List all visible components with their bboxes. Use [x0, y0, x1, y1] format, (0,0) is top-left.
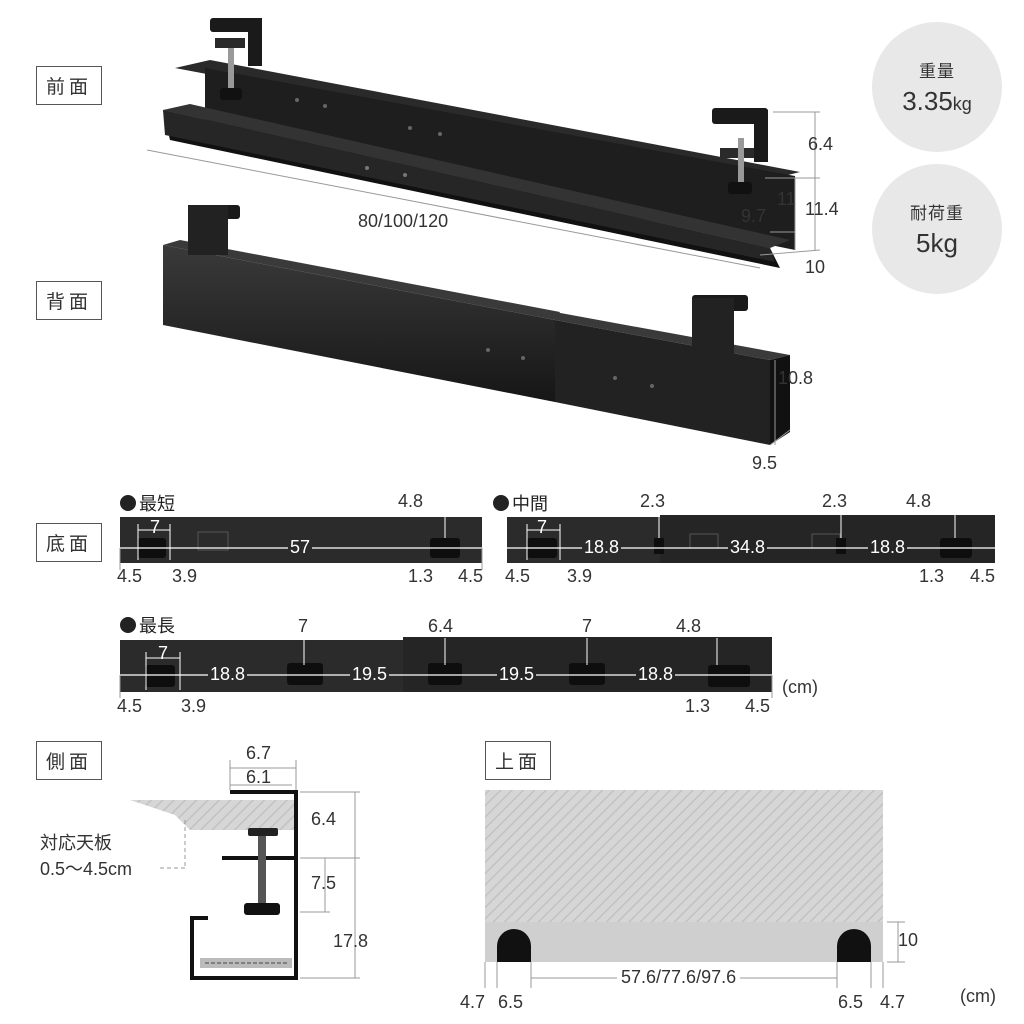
middle-d23a: 2.3: [640, 491, 666, 511]
top-r1-dim: 6.5: [838, 992, 864, 1012]
shortest-l45: 4.5: [117, 566, 143, 586]
side-w2-dim: 6.1: [246, 767, 272, 787]
back-view-label: 背面: [36, 281, 103, 320]
side-note-label: 対応天板: [40, 833, 112, 853]
middle-r13: 1.3: [919, 566, 945, 586]
shortest-r13: 1.3: [408, 566, 434, 586]
load-badge: 耐荷重 5kg: [872, 164, 1002, 294]
bullet-icon: [493, 495, 509, 511]
load-value: 5kg: [916, 228, 958, 258]
middle-d188a: 18.8: [582, 537, 622, 557]
top-height-dim: 10: [898, 930, 919, 950]
longest-l45: 4.5: [117, 696, 143, 716]
bullet-icon: [120, 495, 136, 511]
longest-d7c: 7: [582, 616, 593, 636]
longest-r45: 4.5: [745, 696, 771, 716]
longest-l39: 3.9: [181, 696, 207, 716]
middle-d48: 4.8: [906, 491, 932, 511]
weight-badge: 重量 3.35kg: [872, 22, 1002, 152]
longest-heading: 最長: [120, 612, 175, 638]
longest-d188b: 18.8: [636, 664, 676, 684]
weight-value: 3.35kg: [902, 86, 972, 116]
shortest-d57: 57: [288, 537, 313, 557]
middle-d23b: 2.3: [822, 491, 848, 511]
shortest-heading: 最短: [120, 490, 175, 516]
front-w1-dim: 9.7: [741, 206, 767, 226]
top-l2-dim: 6.5: [498, 992, 524, 1012]
front-h3-dim: 11.4: [805, 199, 839, 219]
longest-d7a: 7: [158, 643, 169, 663]
top-view-drawing: [484, 790, 905, 988]
middle-d348: 34.8: [728, 537, 768, 557]
side-h1-dim: 6.4: [311, 809, 337, 829]
front-tray-drawing: [146, 18, 821, 269]
longest-d188a: 18.8: [208, 664, 248, 684]
longest-d195b: 19.5: [497, 664, 537, 684]
bottom-unit: (cm): [782, 677, 818, 697]
middle-r45: 4.5: [970, 566, 996, 586]
longest-d195a: 19.5: [350, 664, 390, 684]
load-label: 耐荷重: [910, 204, 964, 223]
front-view-label: 前面: [36, 66, 103, 105]
middle-d7: 7: [537, 517, 548, 537]
side-view-drawing: [130, 760, 360, 980]
front-h2-dim: 11: [777, 189, 796, 209]
middle-l45: 4.5: [505, 566, 531, 586]
side-note-range: 0.5〜4.5cm: [40, 859, 133, 879]
shortest-l39: 3.9: [172, 566, 198, 586]
top-length-dim: 57.6/77.6/97.6: [617, 968, 741, 986]
shortest-d7: 7: [150, 517, 161, 537]
back-width-dim: 9.5: [752, 453, 778, 473]
top-view-label: 上面: [485, 741, 552, 780]
side-h2-dim: 7.5: [311, 873, 337, 893]
shortest-r45: 4.5: [458, 566, 484, 586]
side-view-label: 側面: [36, 741, 103, 780]
side-h3-dim: 17.8: [333, 931, 369, 951]
front-w2-dim: 10: [805, 257, 826, 277]
top-r2-dim: 4.7: [880, 992, 906, 1012]
middle-l39: 3.9: [567, 566, 593, 586]
bullet-icon: [120, 617, 136, 633]
bottom-view-label: 底面: [36, 523, 103, 562]
middle-d188b: 18.8: [868, 537, 908, 557]
longest-r13: 1.3: [685, 696, 711, 716]
front-length-dim: 80/100/120: [358, 211, 449, 231]
weight-label: 重量: [919, 62, 955, 81]
middle-heading: 中間: [493, 490, 548, 516]
back-height-dim: 10.8: [778, 368, 814, 388]
shortest-d48: 4.8: [398, 491, 424, 511]
longest-d64: 6.4: [428, 616, 454, 636]
side-w1-dim: 6.7: [246, 743, 272, 763]
front-h1-dim: 6.4: [808, 134, 834, 154]
longest-d48: 4.8: [676, 616, 702, 636]
longest-d7b: 7: [298, 616, 309, 636]
top-unit: (cm): [960, 986, 996, 1006]
back-tray-drawing: [163, 205, 791, 446]
top-l1-dim: 4.7: [460, 992, 486, 1012]
